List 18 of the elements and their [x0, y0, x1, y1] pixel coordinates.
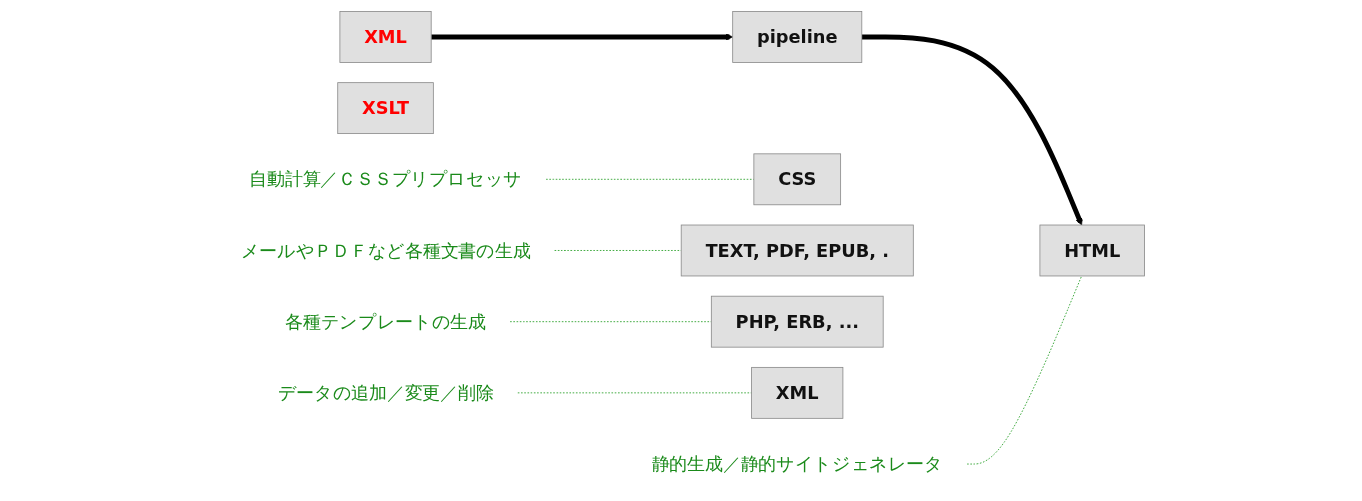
arrow	[862, 34, 1084, 226]
node-box: CSS	[753, 153, 842, 206]
node-text: メールやＰＤＦなど各種文書の生成	[241, 240, 531, 261]
node-box: PHP, ERB, ...	[711, 295, 885, 348]
node-box: pipeline	[732, 11, 863, 63]
node-text: 各種テンプレートの生成	[285, 311, 487, 332]
connector	[510, 321, 713, 323]
node-text: データの追加／変更／削除	[278, 382, 494, 403]
node-box: HTML	[1040, 224, 1146, 277]
node-box: XSLT	[337, 82, 435, 134]
node-box: TEXT, PDF, EPUB, .	[681, 224, 915, 277]
connector	[546, 178, 755, 180]
node-box: XML	[339, 11, 433, 63]
node-text: 静的生成／静的サイトジェネレータ	[652, 453, 944, 475]
connector	[554, 250, 683, 251]
node-text: 自動計算／ＣＳＳプリプロセッサ	[249, 169, 523, 190]
node-box: XML	[751, 366, 844, 419]
arrow	[431, 33, 734, 41]
